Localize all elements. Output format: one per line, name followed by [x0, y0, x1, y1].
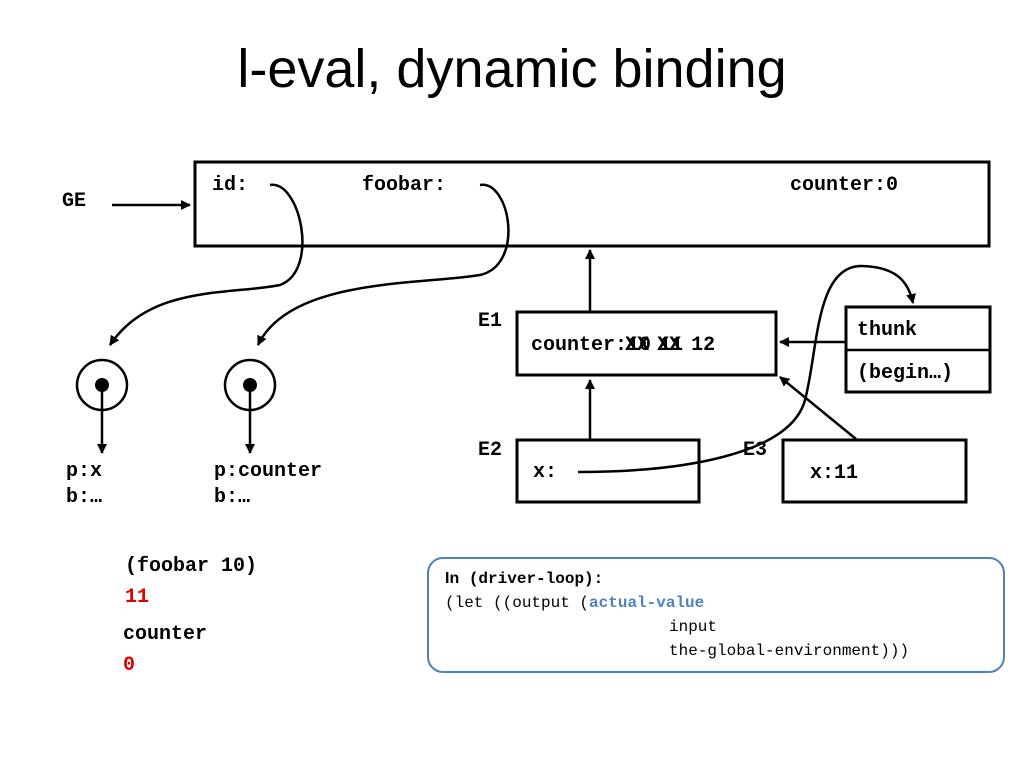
env-e3-label: E3 [743, 439, 767, 462]
procedure-2-params: p:counter [214, 460, 323, 483]
env-e1-label: E1 [478, 310, 502, 333]
callout-fn: (driver-loop): [468, 570, 604, 588]
e3-parent-arrow [779, 376, 857, 440]
e1-current-value: 12 [691, 334, 715, 357]
callout-prefix: In [445, 570, 460, 587]
ge-label: GE [62, 190, 86, 213]
id-binding-arrow [108, 183, 304, 346]
repl-result-2: 0 [123, 654, 136, 677]
thunk-header: thunk [857, 319, 917, 342]
procedure-dot-1 [95, 378, 109, 392]
procedure-2-body: b:… [214, 486, 251, 509]
thunk-body: (begin…) [857, 362, 953, 385]
e1-struck-value-1-overstrike: XX [625, 334, 649, 357]
e1-binding-prefix: counter: [531, 334, 627, 357]
e1-struck-value-2-overstrike: XX [657, 334, 681, 357]
repl-expr-2: counter [123, 623, 208, 646]
procedure-1-params: p:x [66, 460, 103, 483]
ge-binding-foobar: foobar: [362, 174, 446, 197]
env-e3-binding: x:11 [810, 462, 858, 485]
callout-line1-pre: (let ((output ( [445, 594, 590, 612]
env-e2-frame [515, 438, 701, 504]
repl-result-1: 11 [125, 586, 150, 609]
env-e2-label: E2 [478, 439, 502, 462]
repl-expr-1: (foobar 10) [125, 555, 258, 578]
env-e1-frame [515, 310, 778, 377]
driver-loop-callout: In (driver-loop): (let ((output (actual-… [427, 557, 1005, 673]
e1-struck-value-1: 10 [627, 334, 651, 357]
callout-actual-value: actual-value [589, 594, 705, 612]
ge-binding-counter: counter:0 [790, 174, 898, 197]
env-e3-frame [781, 438, 968, 504]
foobar-binding-arrow [256, 183, 510, 346]
global-env-frame [193, 160, 991, 248]
x-binding-arrow [577, 264, 916, 474]
e1-struck-value-2: 11 [659, 334, 683, 357]
callout-line-2: input [669, 618, 718, 636]
callout-line-3: the-global-environment))) [669, 642, 910, 660]
procedure-1-body: b:… [66, 486, 103, 509]
ge-binding-id: id: [212, 174, 248, 197]
env-e2-binding: x: [533, 461, 557, 484]
procedure-dot-2 [243, 378, 257, 392]
slide-title: l-eval, dynamic binding [237, 39, 787, 99]
callout-line-1: (let ((output (actual-value [445, 594, 704, 612]
callout-heading: In (driver-loop): [445, 570, 603, 588]
